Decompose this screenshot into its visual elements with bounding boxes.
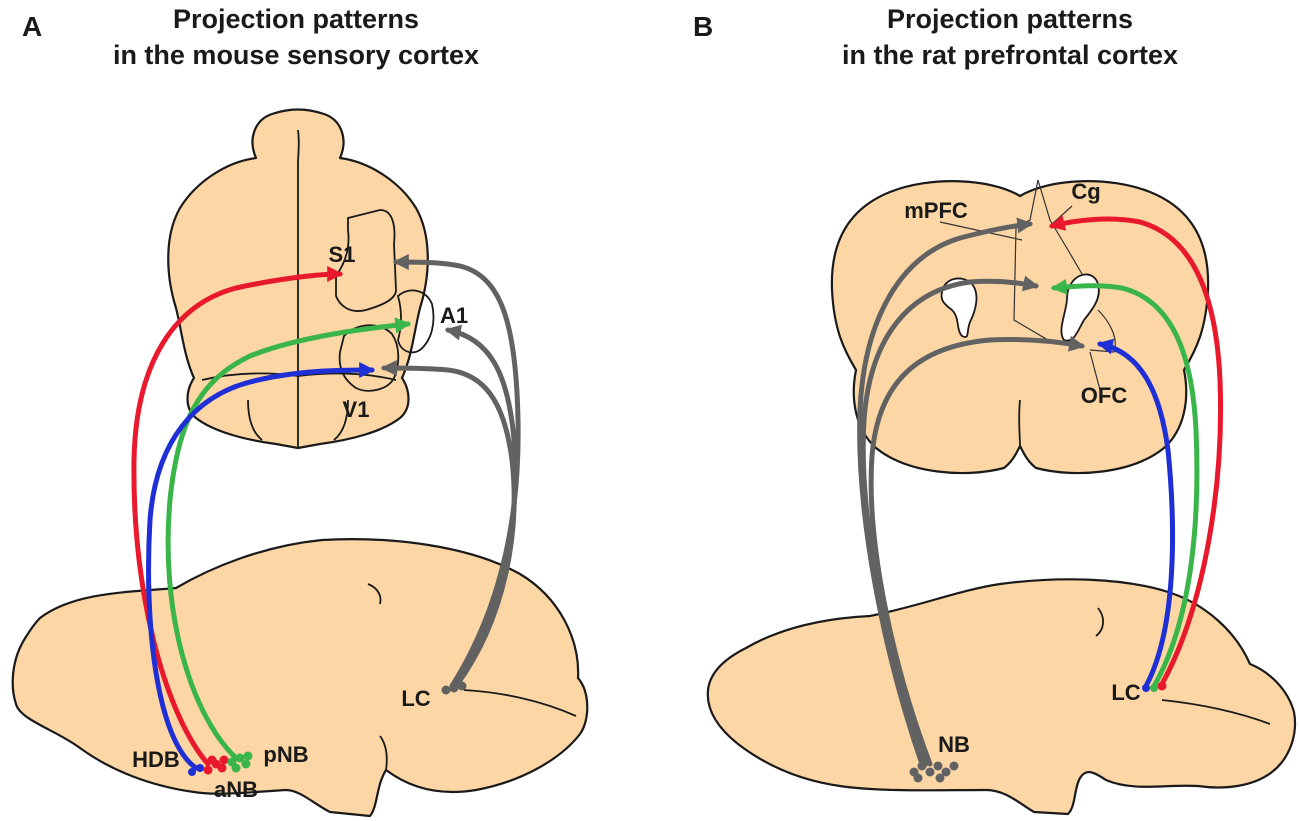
hdb-to-v1-projection (146, 362, 376, 771)
lc-to-mpfc-projection (1050, 278, 1200, 689)
ofc-label: OFC (1081, 383, 1128, 408)
nb-cell-dot (935, 773, 945, 783)
v1-label: V1 (343, 397, 370, 422)
anb-cell-dot (203, 765, 213, 775)
lc-label-b: LC (1111, 680, 1140, 705)
pnb-cell-dot (235, 753, 245, 763)
nb-cell-dot (913, 773, 923, 783)
anb-to-s1-projection (131, 266, 344, 767)
rat-sagittal-brain (706, 578, 1297, 816)
nb-to-mpfc-ventral-projection (860, 275, 1040, 767)
hdb-cell-dot (188, 768, 196, 776)
lc-to-ofc-projection (1096, 338, 1175, 689)
rat-projections (857, 215, 1224, 767)
lc-cell-dot (441, 685, 451, 695)
panel-a-title-line1: Projection patterns (173, 4, 419, 34)
anb-label: aNB (214, 777, 258, 802)
s1-label: S1 (329, 242, 356, 267)
a1-label: A1 (440, 303, 468, 328)
pnb-cell-dot (241, 759, 251, 769)
lc-to-s1-projection (392, 254, 521, 689)
mpfc-label: mPFC (904, 198, 968, 223)
panel-a: A Projection patterns in the mouse senso… (11, 4, 589, 818)
nb-cell-dot (949, 761, 959, 771)
hdb-cell-dot (196, 764, 204, 772)
panel-a-letter: A (22, 11, 42, 42)
hdb-label: HDB (132, 747, 180, 772)
pnb-cell-dot (231, 763, 241, 773)
pnb-label: pNB (263, 742, 308, 767)
panel-b-title-line2: in the rat prefrontal cortex (842, 40, 1178, 70)
nb-label: NB (938, 732, 970, 757)
panel-b-letter: B (693, 11, 713, 42)
nb-cell-dot (941, 767, 951, 777)
panel-b: B Projection patterns in the rat prefron… (693, 4, 1297, 816)
lc-to-v1-projection (380, 360, 517, 689)
pnb-to-a1-projection (165, 317, 412, 761)
nb-cell-dot (925, 767, 935, 777)
nb-to-ofc-projection (868, 335, 1086, 767)
mouse-sagittal-brain (11, 538, 589, 818)
mouse-projections (131, 254, 521, 771)
panel-a-title-line2: in the mouse sensory cortex (113, 40, 479, 70)
nb-cell-dot (933, 761, 943, 771)
pnb-cell-dot (243, 751, 253, 761)
cg-label: Cg (1071, 179, 1100, 204)
lc-to-cg-projection (1048, 215, 1224, 687)
anb-cell-dot (217, 763, 227, 773)
lc-label-a: LC (401, 686, 430, 711)
anb-cell-dot (219, 755, 229, 765)
panel-b-title-line1: Projection patterns (887, 4, 1133, 34)
